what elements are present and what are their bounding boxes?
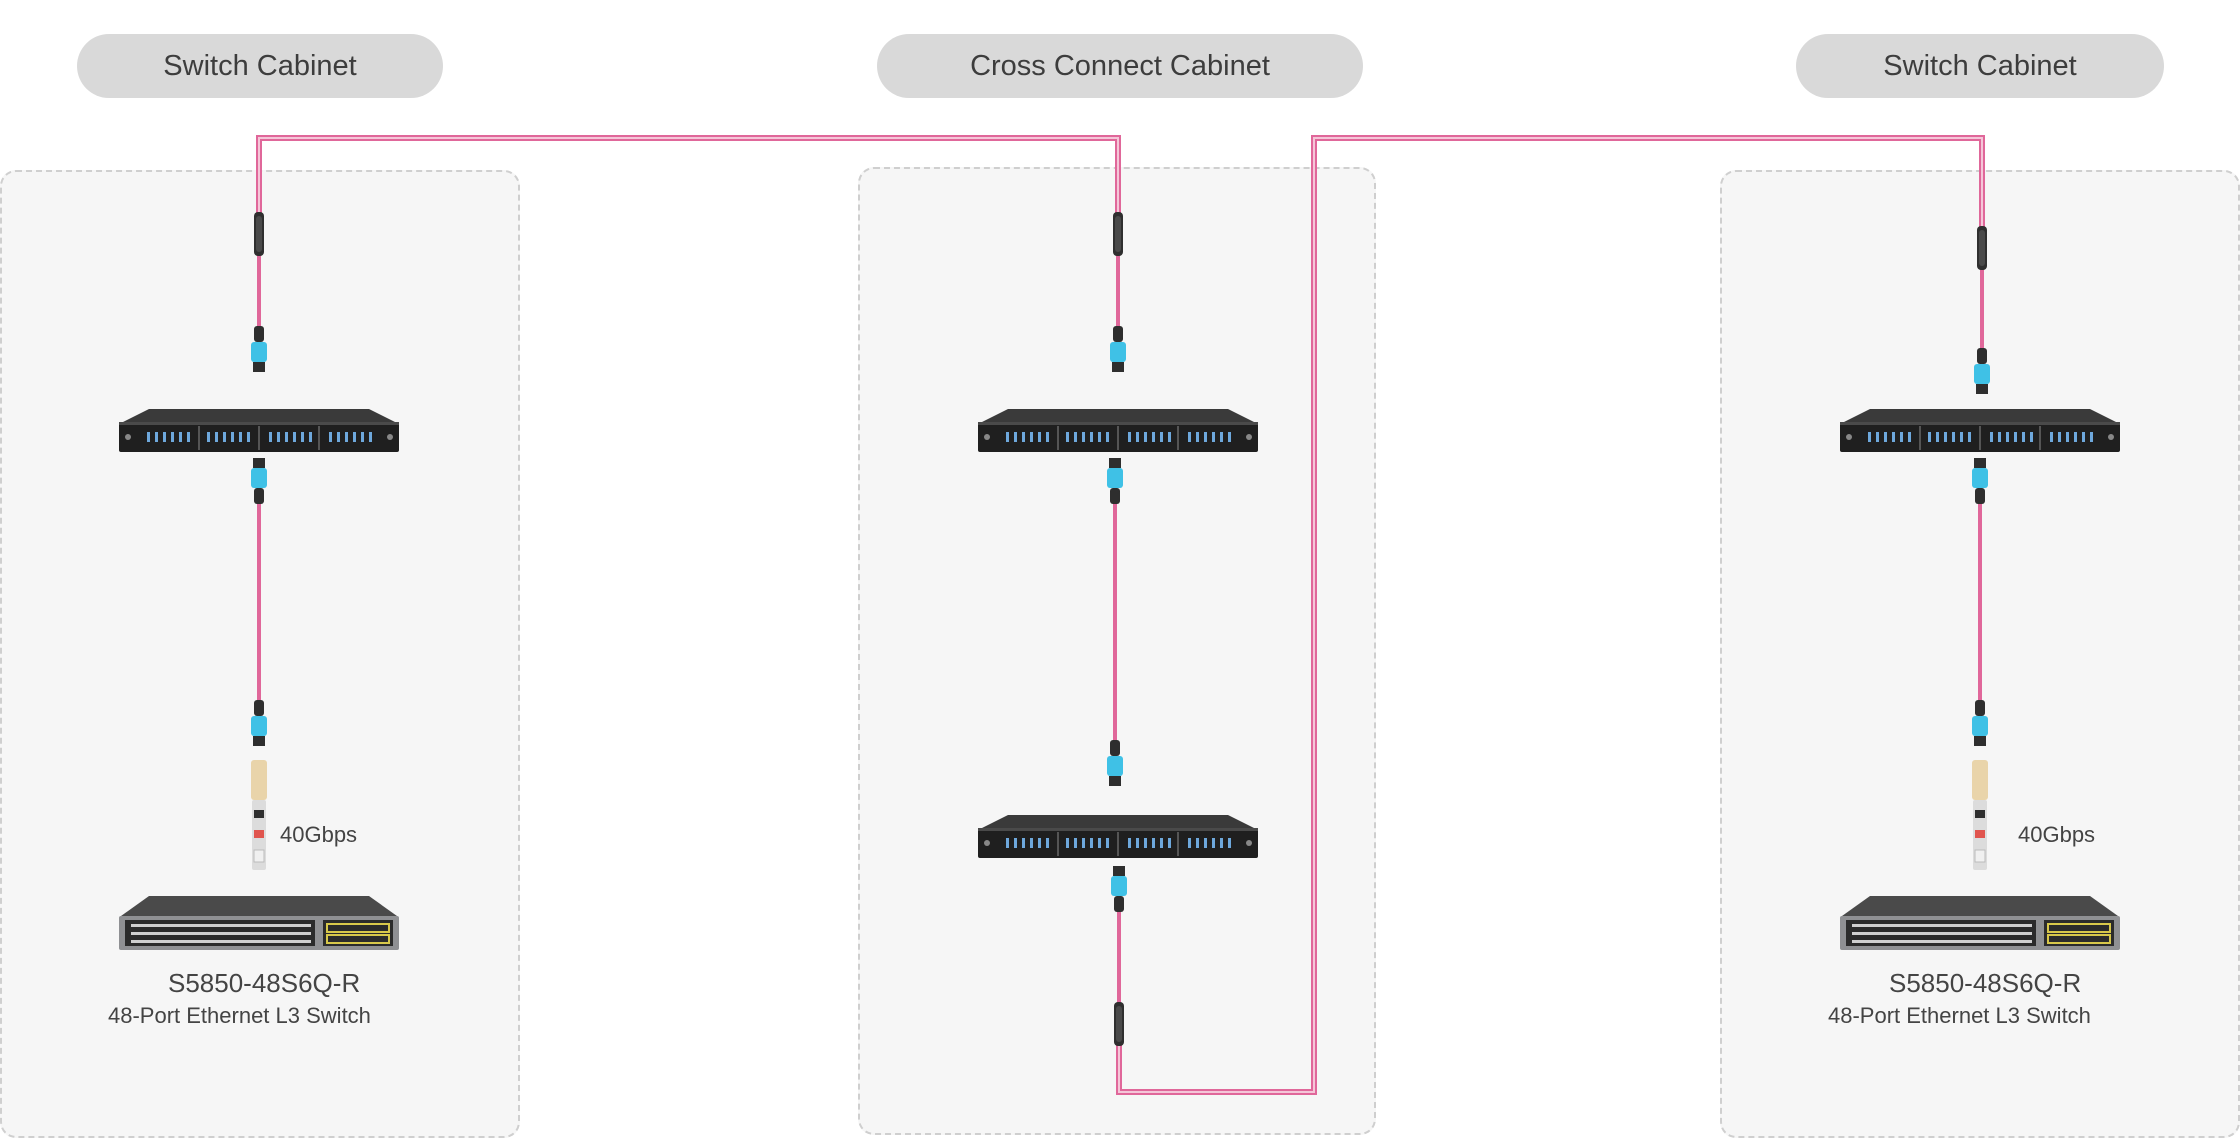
switch-description-right: 48-Port Ethernet L3 Switch — [1828, 1003, 2091, 1028]
ethernet-switch-right — [1839, 895, 2121, 951]
patch-panel-right — [1839, 408, 2121, 453]
trunk-boot-left — [254, 212, 264, 256]
cabinet-title-right: Switch Cabinet — [1796, 34, 2164, 98]
mpo-connector-left-top — [251, 326, 267, 372]
qsfp-transceiver-left — [250, 759, 268, 871]
cabinet-title-left: Switch Cabinet — [77, 34, 443, 98]
mpo-connector-left-low — [251, 700, 267, 746]
speed-label-left: 40Gbps — [280, 822, 358, 847]
mpo-connector-middle-bottom — [1111, 866, 1127, 912]
switch-model-left: S5850-48S6Q-R — [168, 968, 361, 998]
trunk-boot-middle — [1113, 212, 1123, 256]
mpo-connector-right-top — [1974, 348, 1990, 394]
mpo-connector-right-mid — [1972, 458, 1988, 504]
speed-label-right: 40Gbps — [2018, 822, 2096, 847]
qsfp-transceiver-right — [1971, 759, 1989, 871]
ethernet-switch-left — [118, 895, 400, 951]
patch-panel-middle-top — [977, 408, 1259, 453]
mpo-connector-middle-top — [1110, 326, 1126, 372]
patch-panel-middle-bottom — [977, 814, 1259, 859]
mpo-connector-left-mid — [251, 458, 267, 504]
switch-description-left: 48-Port Ethernet L3 Switch — [108, 1003, 371, 1028]
trunk-cable-left-to-middle — [256, 135, 1121, 238]
patch-panel-left — [118, 408, 400, 453]
mpo-connector-middle-upper — [1107, 458, 1123, 504]
mpo-connector-right-low — [1972, 700, 1988, 746]
cabinet-title-middle: Cross Connect Cabinet — [877, 34, 1363, 98]
trunk-boot-right — [1977, 226, 1987, 270]
mpo-connector-middle-lower — [1107, 740, 1123, 786]
switch-model-right: S5850-48S6Q-R — [1889, 968, 2082, 998]
trunk-boot-middle-bottom — [1114, 1002, 1124, 1046]
